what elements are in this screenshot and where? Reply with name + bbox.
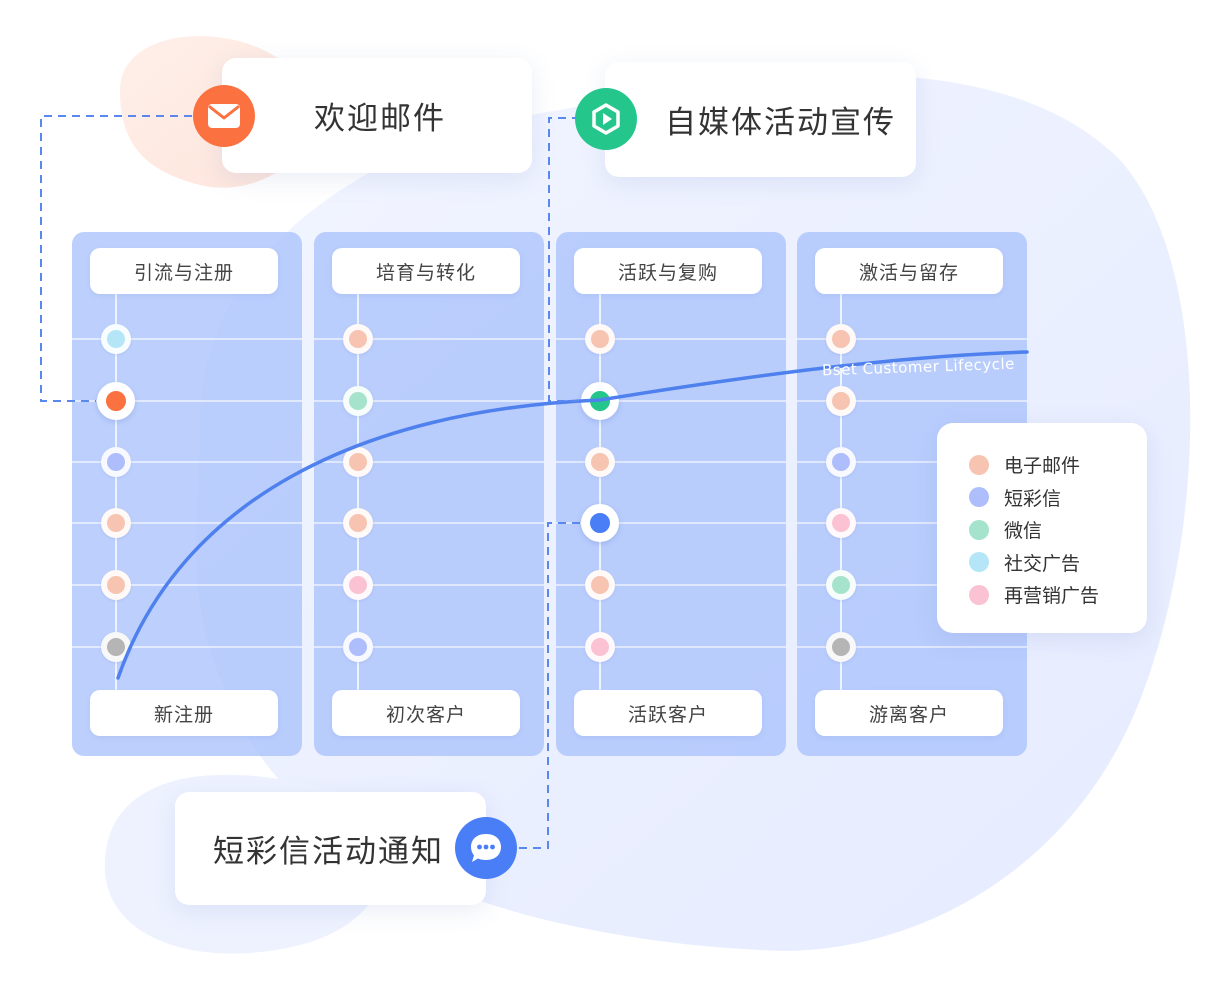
channel-node — [585, 570, 615, 600]
welcome-email-callout[interactable]: 欢迎邮件 — [222, 58, 532, 173]
stage-label: 引流与注册 — [90, 248, 278, 294]
media-promo-callout[interactable]: 自媒体活动宣传 — [605, 62, 916, 177]
welcome-email-label: 欢迎邮件 — [314, 101, 446, 137]
channel-node — [826, 324, 856, 354]
stage-column: 培育与转化初次客户 — [314, 232, 544, 756]
legend-label: 社交广告 — [1004, 552, 1081, 575]
legend-item: 短彩信 — [969, 484, 1061, 511]
channel-node — [826, 508, 856, 538]
channel-node — [585, 447, 615, 477]
legend-swatch — [969, 552, 989, 572]
channel-node — [101, 508, 131, 538]
channel-node — [826, 447, 856, 477]
envelope-icon — [193, 85, 255, 147]
legend-item: 微信 — [969, 516, 1042, 543]
channel-node — [97, 382, 135, 420]
channel-node — [826, 570, 856, 600]
legend-item: 再营销广告 — [969, 581, 1099, 608]
channel-node — [101, 570, 131, 600]
channel-node — [581, 504, 619, 542]
stage-label: 激活与留存 — [815, 248, 1003, 294]
channel-node — [101, 324, 131, 354]
channel-node — [343, 508, 373, 538]
column-timeline — [115, 294, 117, 690]
channel-node — [826, 386, 856, 416]
legend-swatch — [969, 487, 989, 507]
legend-swatch — [969, 519, 989, 540]
channel-node — [581, 382, 619, 420]
legend-swatch — [969, 584, 989, 605]
customer-type-label: 初次客户 — [332, 690, 520, 736]
legend-label: 再营销广告 — [1004, 585, 1100, 607]
customer-type-label: 活跃客户 — [574, 690, 762, 736]
channel-node — [343, 632, 373, 662]
channel-legend: 电子邮件短彩信微信社交广告再营销广告 — [937, 423, 1147, 633]
channel-node — [826, 632, 856, 662]
channel-node — [585, 632, 615, 662]
channel-node — [343, 386, 373, 416]
channel-node — [343, 570, 373, 600]
stage-label: 培育与转化 — [332, 248, 520, 294]
legend-item: 社交广告 — [969, 549, 1080, 576]
legend-label: 短彩信 — [1004, 487, 1062, 510]
media-promo-label: 自媒体活动宣传 — [665, 105, 896, 141]
play-icon — [575, 88, 637, 150]
chat-bubble-icon — [455, 817, 517, 879]
legend-label: 电子邮件 — [1004, 455, 1081, 477]
sms-notice-callout[interactable]: 短彩信活动通知 — [175, 792, 486, 905]
sms-notice-label: 短彩信活动通知 — [213, 834, 444, 870]
stage-column: 引流与注册新注册 — [72, 232, 302, 756]
stage-column: 活跃与复购活跃客户 — [556, 232, 786, 756]
row-gridline — [314, 338, 544, 340]
legend-label: 微信 — [1004, 520, 1043, 542]
channel-node — [585, 324, 615, 354]
channel-node — [343, 447, 373, 477]
customer-type-label: 新注册 — [90, 690, 278, 736]
channel-node — [101, 447, 131, 477]
row-gridline — [797, 338, 1027, 340]
channel-node — [101, 632, 131, 662]
legend-item: 电子邮件 — [969, 451, 1080, 478]
legend-swatch — [969, 454, 989, 475]
customer-type-label: 游离客户 — [815, 690, 1003, 736]
stage-label: 活跃与复购 — [574, 248, 762, 294]
row-gridline — [556, 338, 786, 340]
channel-node — [343, 324, 373, 354]
